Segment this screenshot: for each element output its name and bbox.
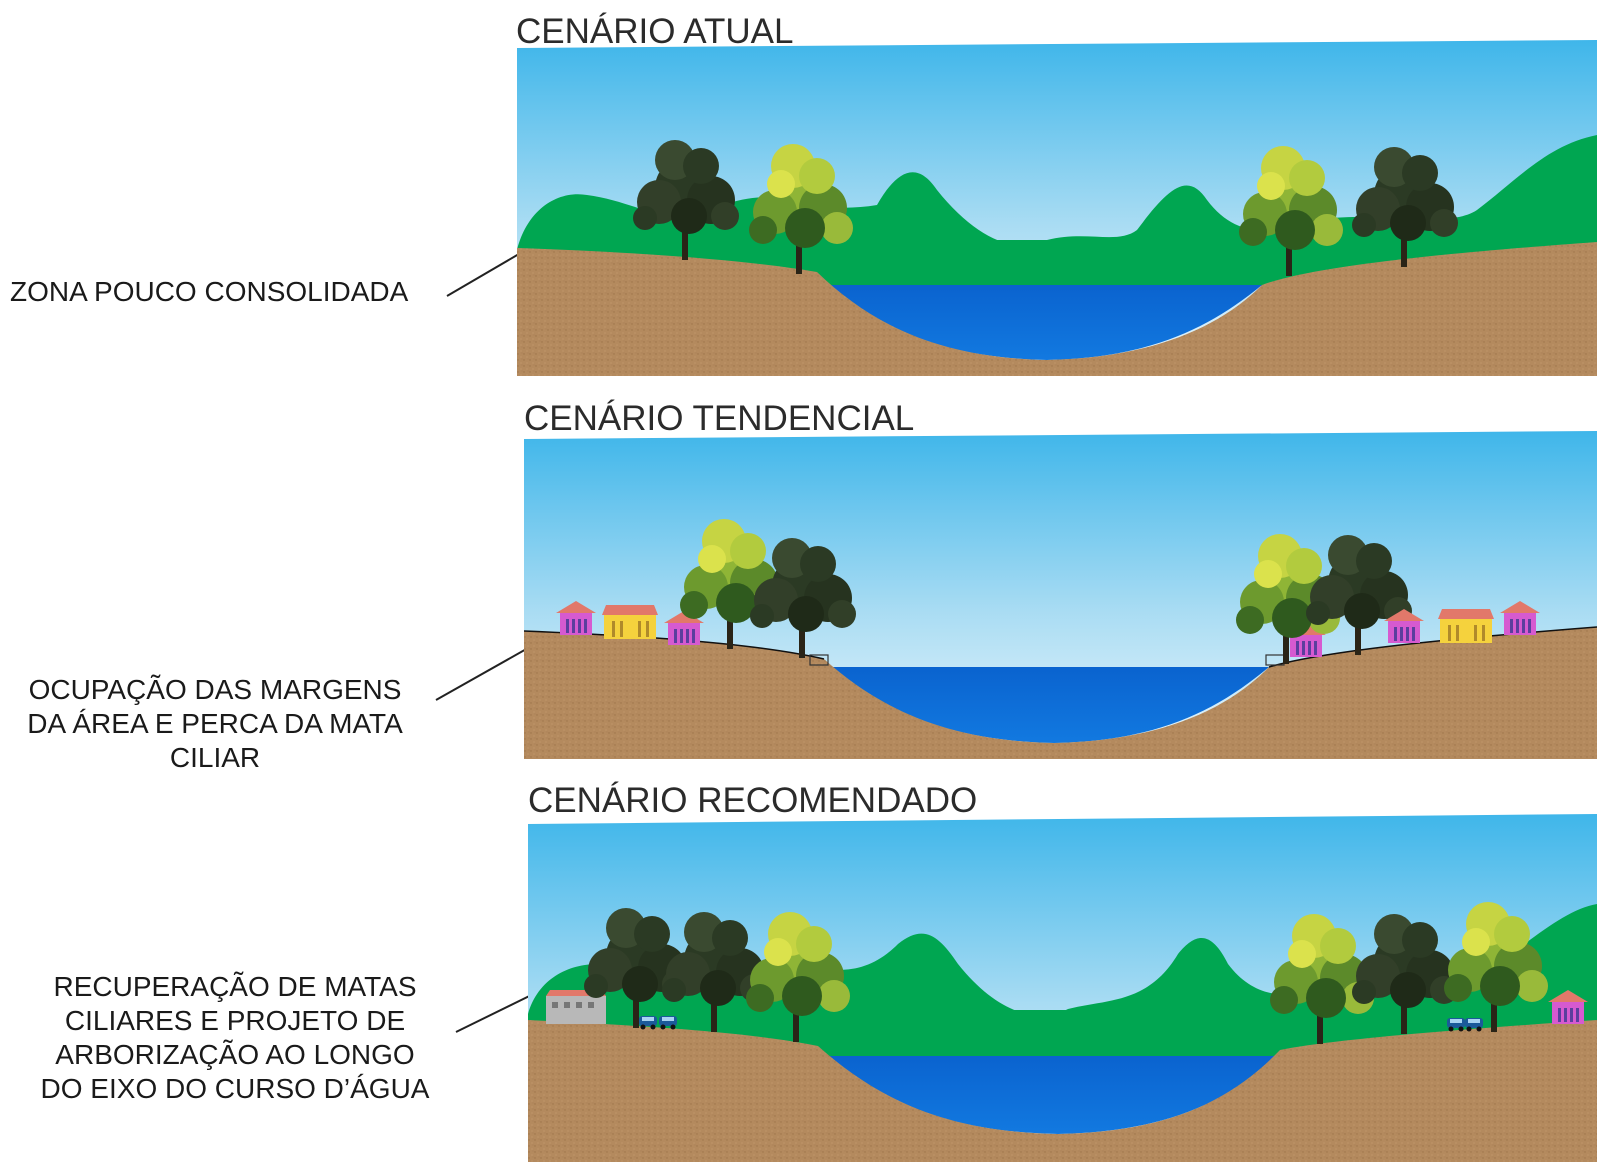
house-yellow-1 — [602, 605, 658, 639]
house-yellow-2 — [1438, 609, 1494, 643]
hills — [517, 135, 1597, 285]
scene-cenario-atual — [517, 40, 1597, 376]
soil — [524, 627, 1597, 759]
scene-cenario-recomendado — [528, 814, 1597, 1162]
label-ocupacao-margens: OCUPAÇÃO DAS MARGENS DA ÁREA E PERCA DA … — [27, 674, 403, 773]
river — [818, 1056, 1280, 1134]
soil — [528, 1020, 1597, 1162]
label-zona-pouco-consolidada: ZONA POUCO CONSOLIDADA — [10, 276, 409, 307]
label-recuperacao-matas: RECUPERAÇÃO DE MATAS CILIARES E PROJETO … — [40, 971, 430, 1104]
river — [824, 667, 1269, 743]
title-cenario-tendencial: CENÁRIO TENDENCIAL — [524, 399, 915, 438]
scene-cenario-tendencial — [524, 431, 1597, 759]
title-cenario-recomendado: CENÁRIO RECOMENDADO — [528, 781, 978, 820]
soil — [517, 242, 1597, 376]
title-cenario-atual: CENÁRIO ATUAL — [516, 12, 794, 51]
gray-building — [546, 990, 606, 1024]
